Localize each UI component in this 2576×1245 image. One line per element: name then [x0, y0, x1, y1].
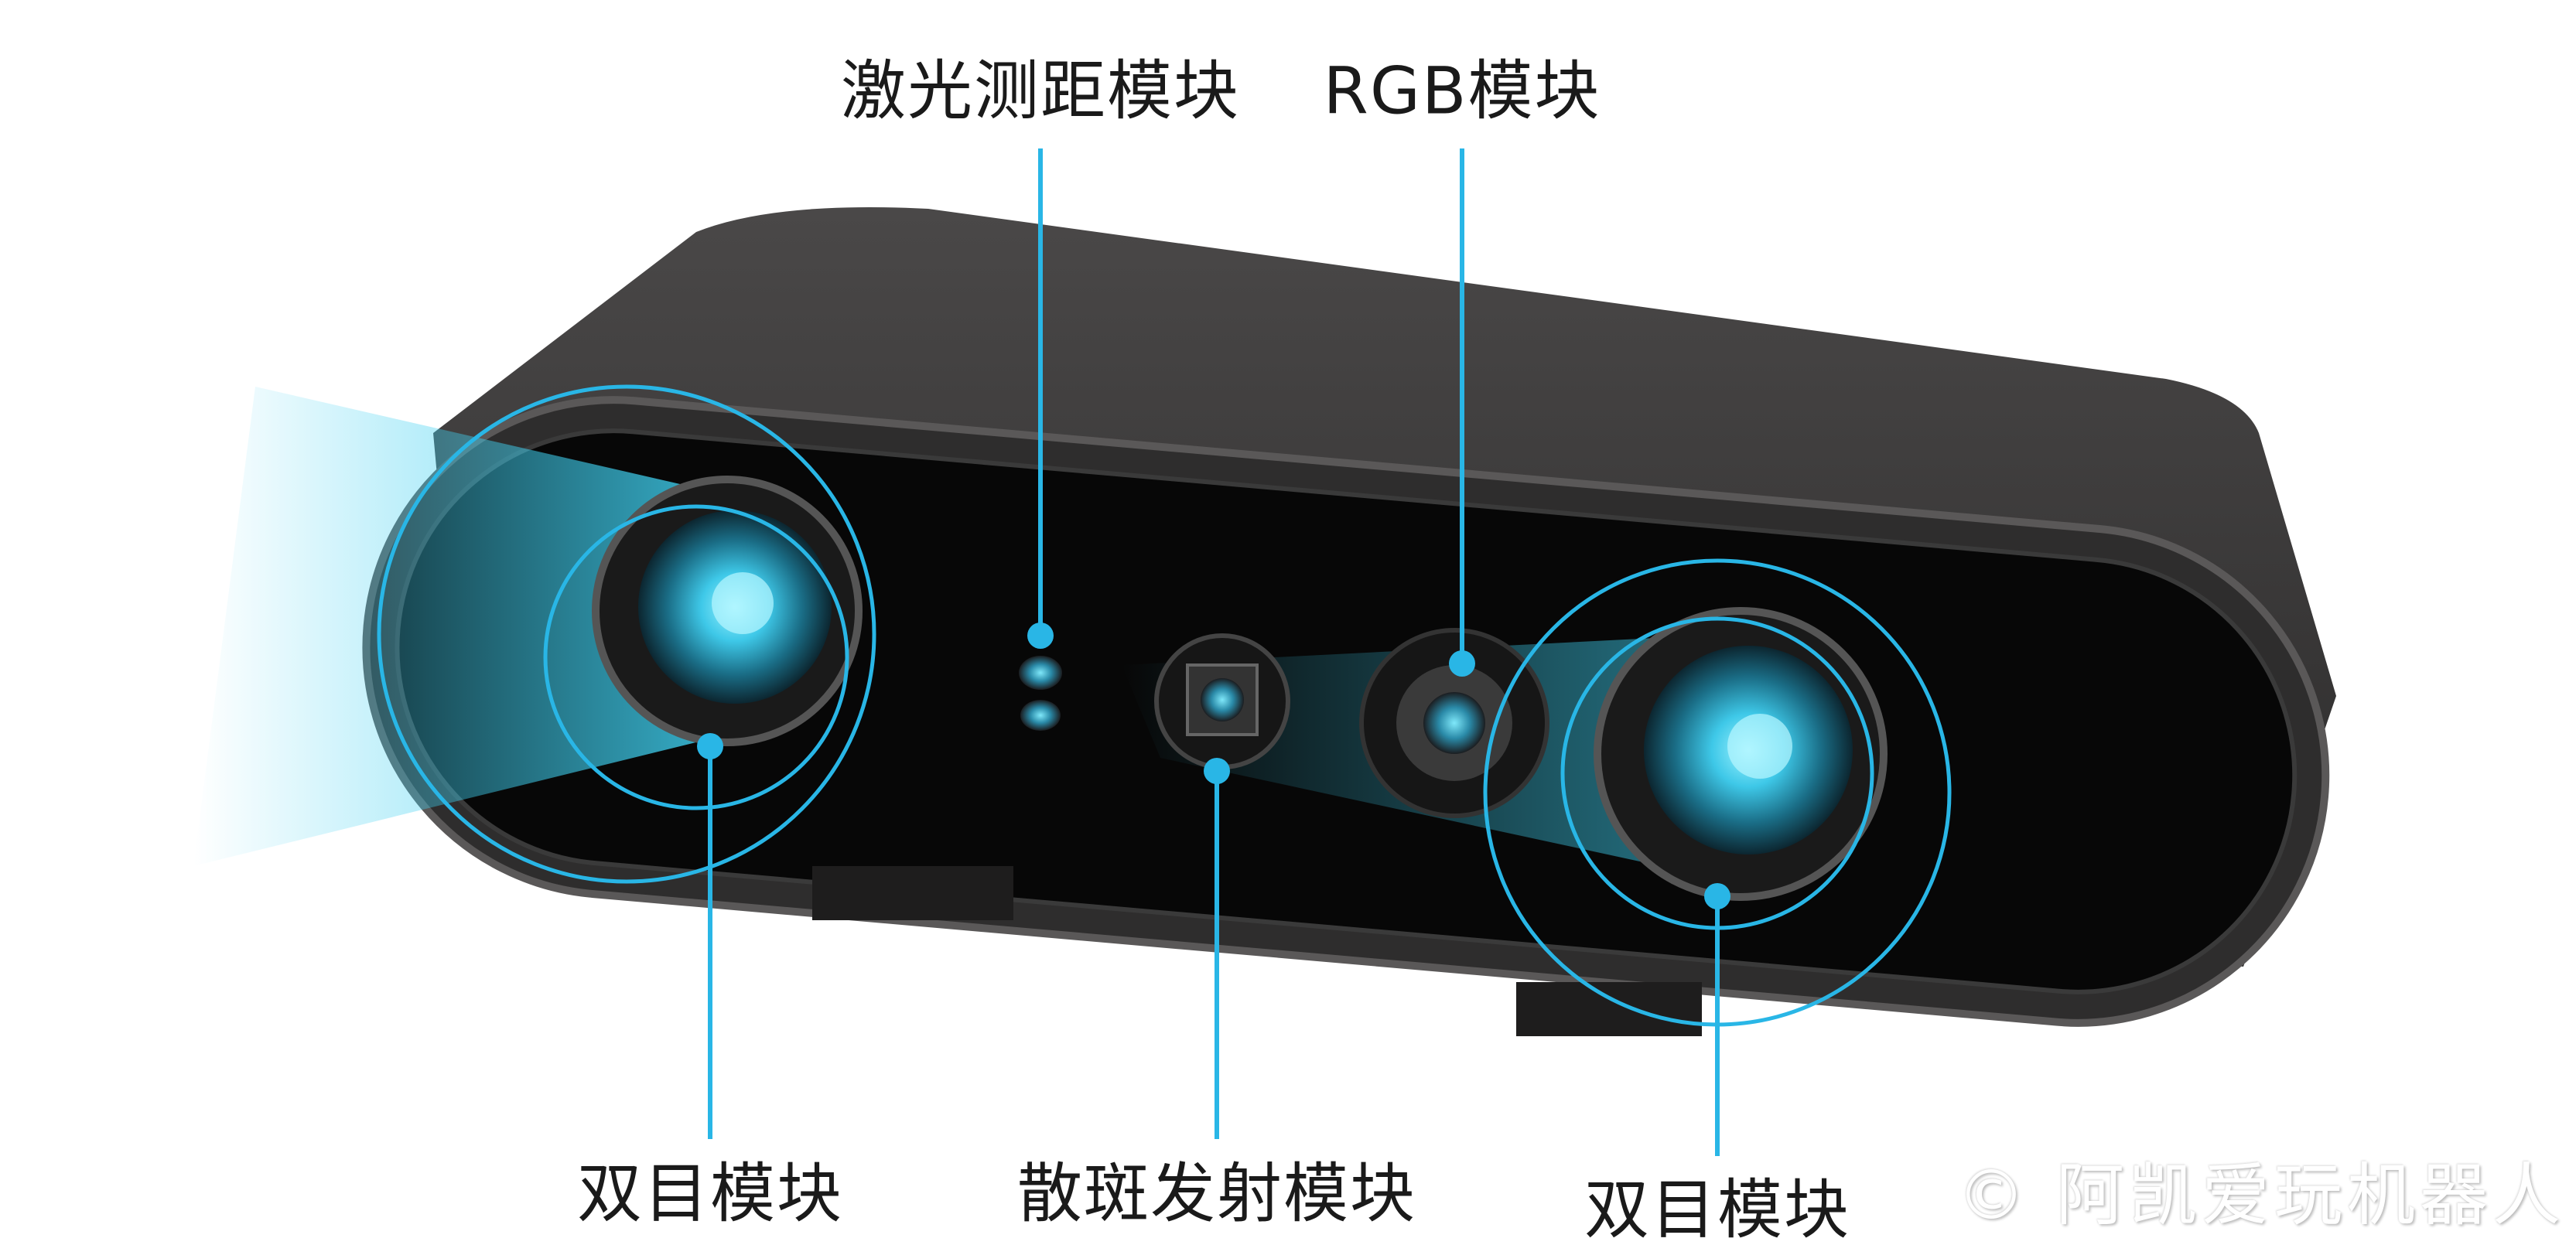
left-ring-inner [543, 504, 849, 810]
left-ring-outer [377, 384, 876, 884]
label-speckle-emitter: 散斑发射模块 [1016, 1155, 1417, 1232]
mount-foot-left [812, 866, 1013, 920]
label-stereo-left: 双目模块 [576, 1155, 844, 1232]
callout-dot-rgb [1449, 650, 1475, 677]
label-stereo-right: 双目模块 [1584, 1172, 1851, 1245]
callout-dot-stereo-left [697, 733, 723, 759]
callout-dot-speckle [1204, 758, 1230, 784]
left-beam [193, 387, 727, 866]
label-laser-ranging: 激光测距模块 [840, 53, 1241, 129]
callout-dot-laser [1027, 622, 1054, 649]
mount-foot-right [1516, 982, 1702, 1036]
label-rgb: RGB模块 [1323, 53, 1601, 129]
laser-sensor [1019, 656, 1062, 690]
callout-dot-stereo-right [1704, 883, 1730, 909]
watermark: © 阿凯爱玩机器人 [1957, 1155, 2565, 1235]
